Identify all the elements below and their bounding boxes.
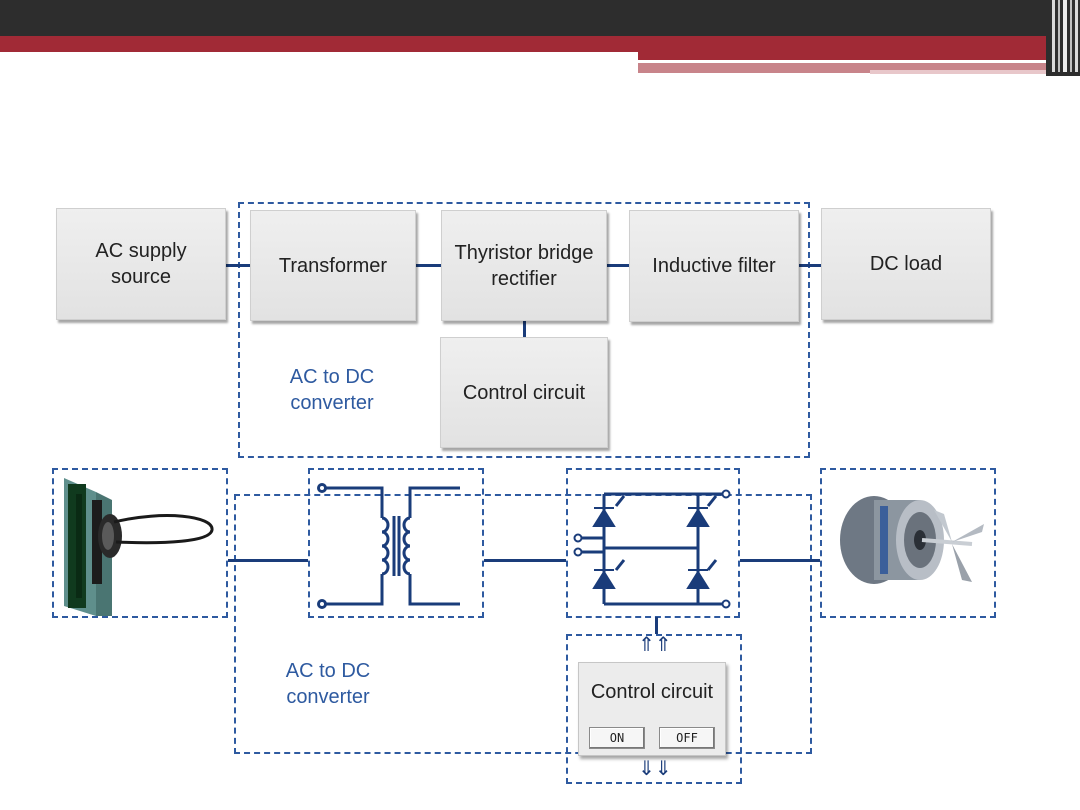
connector-line: [416, 264, 442, 267]
converter-label-top: AC to DC converter: [289, 366, 375, 414]
rectifier-block: Thyristor bridge rectifier: [441, 210, 607, 321]
transformer-symbol-icon: [317, 483, 474, 609]
thyristor-bridge-icon: [573, 489, 731, 609]
transformer-frame: [308, 468, 484, 618]
header-white-stripe: [638, 60, 1000, 63]
bridge-frame: [566, 468, 740, 618]
header-dark-bar: [0, 0, 1080, 36]
source-frame: [52, 468, 228, 618]
load-frame: [820, 468, 996, 618]
header-corner-decoration: [1046, 0, 1080, 76]
ac-socket-icon: [64, 478, 214, 616]
connector-line: [606, 264, 630, 267]
converter-label-bottom: AC to DC converter: [285, 660, 371, 708]
wire: [484, 559, 566, 562]
connector-line: [523, 321, 526, 337]
connector-line: [799, 264, 822, 267]
header-red-extension: [638, 52, 1050, 60]
converter-group-top: [238, 202, 810, 458]
wire: [655, 617, 658, 634]
dc-motor-icon: [840, 496, 984, 584]
control-circuit-title: Control circuit: [590, 681, 714, 703]
inductive-filter-block: Inductive filter: [629, 210, 799, 322]
on-button[interactable]: ON: [589, 727, 645, 749]
wire: [228, 559, 308, 562]
header-pink-fade: [870, 70, 1050, 74]
converter-group-bottom: [234, 494, 812, 754]
signal-down-arrows: ⇓⇓: [638, 756, 672, 780]
control-circuit-panel: Control circuit ON OFF: [578, 662, 726, 756]
off-button[interactable]: OFF: [659, 727, 715, 749]
ac-supply-block: AC supply source: [56, 208, 226, 320]
control-circuit-block: Control circuit: [440, 337, 608, 448]
wire: [740, 559, 820, 562]
signal-up-arrows: ⇑⇑: [638, 632, 672, 656]
header-red-bar: [0, 36, 1050, 52]
control-frame: [566, 634, 742, 784]
connector-line: [226, 264, 252, 267]
header-pink-stripe: [638, 63, 1050, 73]
transformer-block: Transformer: [250, 210, 416, 321]
dc-load-block: DC load: [821, 208, 991, 320]
